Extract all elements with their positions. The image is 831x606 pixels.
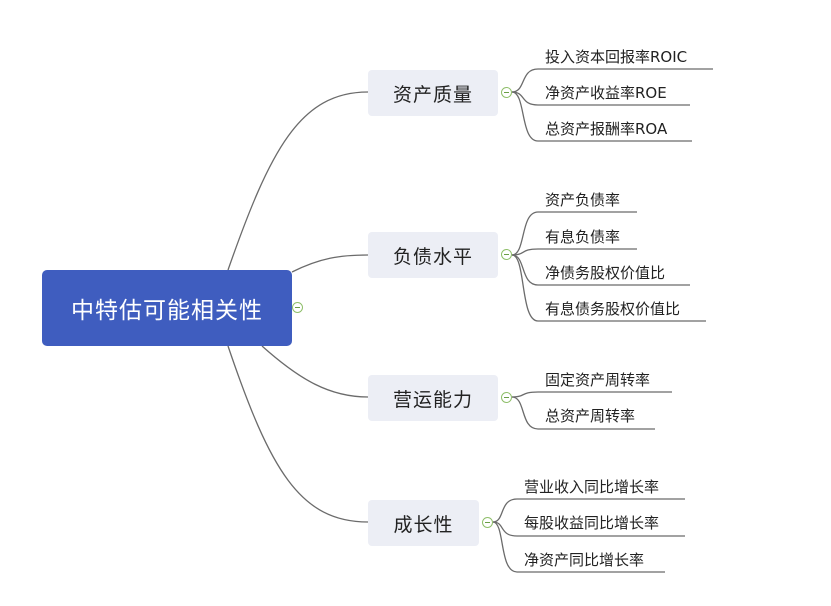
connector-asset-quality-leaf-2	[511, 91, 690, 106]
leaf-roa[interactable]: 总资产报酬率ROA	[545, 120, 668, 138]
connector-operating-capacity-leaf-2	[511, 396, 655, 430]
connector-root-to-asset-quality	[227, 91, 369, 271]
leaf-total-asset-turnover[interactable]: 总资产周转率	[545, 407, 636, 425]
connector-debt-level-leaf-1	[511, 211, 637, 256]
leaf-interest-debt-equity-ratio[interactable]: 有息债务股权价值比	[545, 300, 681, 318]
branch-topic-debt-level[interactable]: 负债水平	[368, 232, 498, 278]
connector-asset-quality-leaf-3	[511, 91, 692, 142]
leaf-interest-bearing-debt-ratio[interactable]: 有息负债率	[545, 228, 621, 246]
branch-growth-collapse-toggle-icon[interactable]	[482, 517, 493, 528]
connector-root-to-growth	[227, 345, 369, 523]
connector-root-to-debt-level	[291, 254, 369, 273]
connector-asset-quality-leaf-1	[511, 68, 713, 93]
connector-debt-level-leaf-2	[511, 248, 637, 256]
leaf-net-asset-growth[interactable]: 净资产同比增长率	[524, 551, 645, 569]
branch-debt-level-collapse-toggle-icon[interactable]	[501, 249, 512, 260]
leaf-net-debt-equity-ratio[interactable]: 净债务股权价值比	[545, 264, 666, 282]
leaf-fixed-asset-turnover[interactable]: 固定资产周转率	[545, 371, 651, 389]
connector-operating-capacity-leaf-1	[511, 391, 672, 398]
connector-growth-leaf-1	[492, 498, 685, 523]
connector-debt-level-leaf-4	[511, 254, 706, 322]
connector-growth-leaf-3	[492, 521, 665, 573]
leaf-eps-growth[interactable]: 每股收益同比增长率	[524, 514, 660, 532]
leaf-roe[interactable]: 净资产收益率ROE	[545, 84, 667, 102]
leaf-roic[interactable]: 投入资本回报率ROIC	[545, 48, 688, 66]
branch-topic-growth[interactable]: 成长性	[368, 500, 479, 546]
branch-topic-asset-quality[interactable]: 资产质量	[368, 70, 498, 116]
connector-root-to-operating-capacity	[261, 345, 369, 398]
connector-growth-leaf-2	[492, 521, 685, 537]
branch-asset-quality-collapse-toggle-icon[interactable]	[501, 87, 512, 98]
branch-topic-operating-capacity[interactable]: 营运能力	[368, 375, 498, 421]
leaf-revenue-growth[interactable]: 营业收入同比增长率	[524, 478, 660, 496]
branch-operating-capacity-collapse-toggle-icon[interactable]	[501, 392, 512, 403]
root-topic[interactable]: 中特估可能相关性	[42, 270, 292, 346]
root-collapse-toggle-icon[interactable]	[292, 302, 303, 313]
leaf-debt-ratio[interactable]: 资产负债率	[545, 191, 621, 209]
